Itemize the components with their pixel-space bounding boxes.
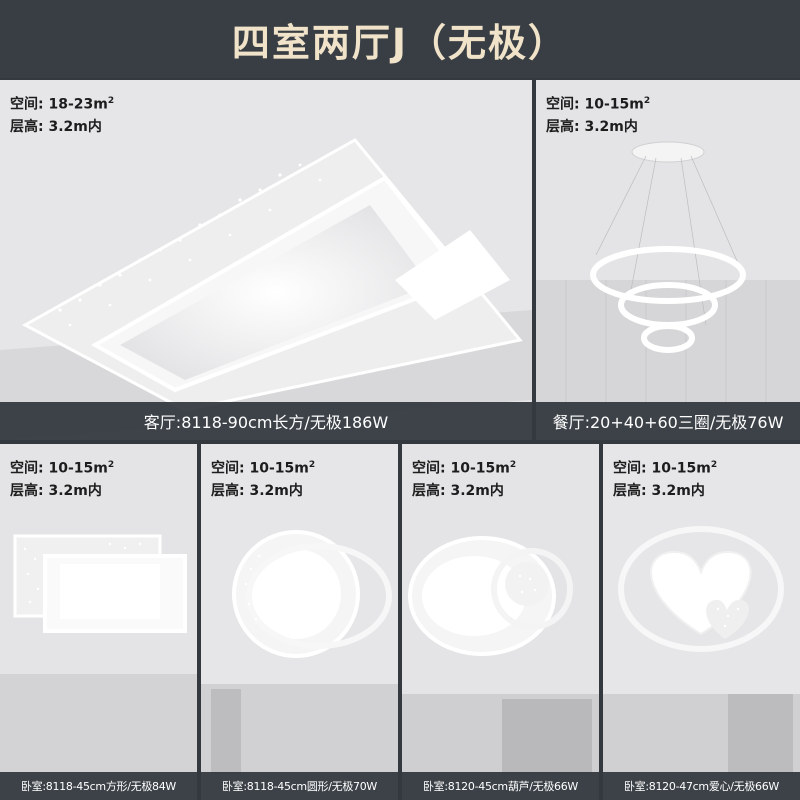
product-caption: 卧室:8120-45cm葫芦/无极66W bbox=[402, 772, 599, 800]
area-value: 10-15m bbox=[450, 460, 510, 477]
area-value: 10-15m bbox=[48, 460, 108, 477]
area-value: 10-15m bbox=[651, 460, 711, 477]
spec-block: 空间: 10-15m2 层高: 3.2m内 bbox=[412, 460, 517, 499]
product-panel-dining-room[interactable]: 空间: 10-15m2 层高: 3.2m内 餐厅:20+40+60三圈/无极76… bbox=[536, 80, 800, 440]
height-value: 3.2m内 bbox=[450, 482, 504, 499]
product-caption: 卧室:8118-45cm圆形/无极70W bbox=[201, 772, 398, 800]
area-value: 18-23m bbox=[48, 96, 108, 113]
area-value: 10-15m bbox=[584, 96, 644, 113]
product-panel-living-room[interactable]: 空间: 18-23m2 层高: 3.2m内 客厅:8118-90cm长方/无极1… bbox=[0, 80, 532, 440]
spec-block: 空间: 18-23m2 层高: 3.2m内 bbox=[10, 96, 115, 135]
page-title: 四室两厅J（无极） bbox=[231, 20, 569, 65]
area-value: 10-15m bbox=[249, 460, 309, 477]
product-panel-bedroom-square[interactable]: 空间: 10-15m2 层高: 3.2m内 卧室:8118-45cm方形/无极8… bbox=[0, 444, 197, 800]
height-value: 3.2m内 bbox=[48, 482, 102, 499]
height-value: 3.2m内 bbox=[651, 482, 705, 499]
height-value: 3.2m内 bbox=[249, 482, 303, 499]
product-caption: 客厅:8118-90cm长方/无极186W bbox=[0, 402, 532, 440]
product-caption: 卧室:8120-47cm爱心/无极66W bbox=[603, 772, 800, 800]
pendant-three-ring-light-image bbox=[536, 80, 800, 440]
gourd-ceiling-light-image bbox=[402, 444, 599, 800]
heart-ceiling-light-image bbox=[603, 444, 800, 800]
round-ceiling-light-image bbox=[201, 444, 398, 800]
product-caption: 餐厅:20+40+60三圈/无极76W bbox=[536, 402, 800, 440]
spec-block: 空间: 10-15m2 层高: 3.2m内 bbox=[546, 96, 651, 135]
product-caption: 卧室:8118-45cm方形/无极84W bbox=[0, 772, 197, 800]
product-panel-bedroom-gourd[interactable]: 空间: 10-15m2 层高: 3.2m内 卧室:8120-45cm葫芦/无极6… bbox=[402, 444, 599, 800]
height-value: 3.2m内 bbox=[584, 118, 638, 135]
spec-block: 空间: 10-15m2 层高: 3.2m内 bbox=[613, 460, 718, 499]
spec-block: 空间: 10-15m2 层高: 3.2m内 bbox=[211, 460, 316, 499]
product-panel-bedroom-round[interactable]: 空间: 10-15m2 层高: 3.2m内 卧室:8118-45cm圆形/无极7… bbox=[201, 444, 398, 800]
product-panel-bedroom-heart[interactable]: 空间: 10-15m2 层高: 3.2m内 卧室:8120-47cm爱心/无极6… bbox=[603, 444, 800, 800]
page-header: 四室两厅J（无极） bbox=[0, 0, 800, 78]
spec-block: 空间: 10-15m2 层高: 3.2m内 bbox=[10, 460, 115, 499]
height-value: 3.2m内 bbox=[48, 118, 102, 135]
